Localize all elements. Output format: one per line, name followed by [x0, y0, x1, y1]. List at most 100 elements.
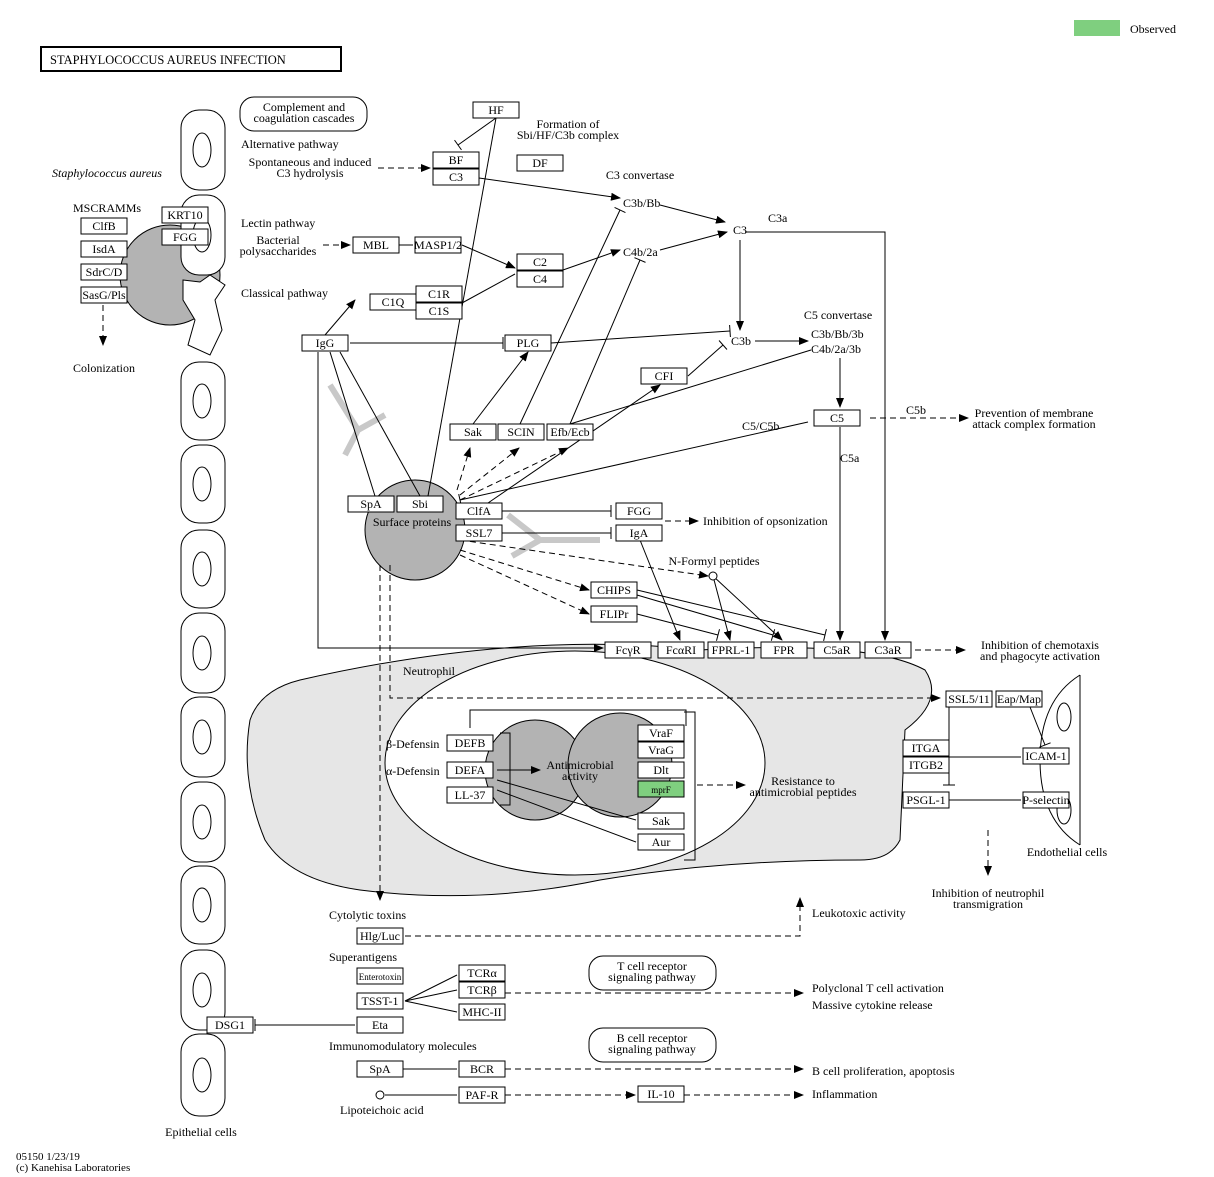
gene-node-fpr[interactable]: FPR: [760, 641, 808, 659]
gene-box[interactable]: [352, 236, 400, 254]
gene-node-masp12[interactable]: MASP1/2: [414, 236, 462, 254]
gene-node-df[interactable]: DF: [516, 154, 564, 172]
gene-box[interactable]: [415, 302, 463, 320]
gene-node-c5[interactable]: C5: [813, 409, 861, 427]
gene-box[interactable]: [432, 151, 480, 169]
gene-node-defb[interactable]: DEFB: [446, 734, 494, 752]
gene-box[interactable]: [80, 263, 128, 281]
gene-node-spa2[interactable]: SpA: [356, 1060, 404, 1078]
gene-node-c1q[interactable]: C1Q: [369, 293, 417, 311]
gene-node-fcyr[interactable]: FcγR: [604, 641, 652, 659]
gene-box[interactable]: [432, 168, 480, 186]
gene-node-c3ar[interactable]: C3aR: [864, 641, 912, 659]
complex-c3bbb3b[interactable]: C3b/Bb/3b: [811, 327, 864, 341]
gene-node-sbi[interactable]: Sbi: [396, 495, 444, 513]
gene-node-hf[interactable]: HF: [472, 101, 520, 119]
gene-node-iga[interactable]: IgA: [615, 524, 663, 542]
gene-box[interactable]: [455, 524, 503, 542]
gene-node-aur[interactable]: Aur: [637, 833, 685, 851]
gene-box[interactable]: [902, 791, 950, 809]
gene-node-tsst1[interactable]: TSST-1: [356, 992, 404, 1010]
gene-node-psgl1[interactable]: PSGL-1: [902, 791, 950, 809]
gene-node-defa[interactable]: DEFA: [446, 761, 494, 779]
gene-box[interactable]: [356, 967, 404, 985]
gene-box[interactable]: [80, 240, 128, 258]
gene-box[interactable]: [446, 786, 494, 804]
gene-box[interactable]: [80, 286, 128, 304]
gene-node-eta[interactable]: Eta: [356, 1016, 404, 1034]
gene-box[interactable]: [516, 270, 564, 288]
gene-node-dlt[interactable]: Dlt: [637, 761, 685, 779]
complex-c3b[interactable]: C3b: [731, 334, 751, 348]
gene-box[interactable]: [657, 641, 705, 659]
gene-box[interactable]: [760, 641, 808, 659]
gene-box[interactable]: [455, 502, 503, 520]
tcell-pathway-box[interactable]: [588, 955, 717, 991]
gene-box[interactable]: [497, 423, 545, 441]
gene-box[interactable]: [458, 1003, 506, 1021]
gene-node-sak[interactable]: Sak: [449, 423, 497, 441]
gene-box[interactable]: [1022, 747, 1070, 765]
gene-box[interactable]: [161, 228, 209, 246]
gene-node-clfa[interactable]: ClfA: [455, 502, 503, 520]
gene-node-igg[interactable]: IgG: [301, 334, 349, 352]
gene-node-icam1[interactable]: ICAM-1: [1022, 747, 1070, 765]
gene-node-flipr[interactable]: FLIPr: [590, 605, 638, 623]
gene-node-mhcii[interactable]: MHC-II: [458, 1003, 506, 1021]
gene-node-c1s[interactable]: C1S: [415, 302, 463, 320]
gene-node-bf[interactable]: BF: [432, 151, 480, 169]
gene-box[interactable]: [637, 812, 685, 830]
gene-node-fcari[interactable]: FcαRI: [657, 641, 705, 659]
gene-node-mbl[interactable]: MBL: [352, 236, 400, 254]
gene-node-itga[interactable]: ITGA: [902, 739, 950, 757]
gene-node-c4[interactable]: C4: [516, 270, 564, 288]
gene-node-cfi[interactable]: CFI: [640, 367, 688, 385]
gene-node-c5ar[interactable]: C5aR: [813, 641, 861, 659]
gene-box[interactable]: [590, 605, 638, 623]
gene-node-eapmap[interactable]: Eap/Map: [995, 690, 1043, 708]
gene-node-dsg1[interactable]: DSG1: [206, 1016, 254, 1034]
gene-box[interactable]: [902, 739, 950, 757]
gene-node-c1r[interactable]: C1R: [415, 285, 463, 303]
gene-node-clfb[interactable]: ClfB: [80, 217, 128, 235]
gene-node-hlgluc[interactable]: Hlg/Luc: [356, 927, 404, 945]
gene-box[interactable]: [458, 1060, 506, 1078]
gene-node-plg[interactable]: PLG: [504, 334, 552, 352]
gene-node-ssl7[interactable]: SSL7: [455, 524, 503, 542]
gene-node-efbecb[interactable]: Efb/Ecb: [546, 423, 594, 441]
gene-box[interactable]: [637, 780, 685, 798]
gene-box[interactable]: [356, 927, 404, 945]
complex-c4b2a3b[interactable]: C4b/2a/3b: [811, 342, 861, 356]
gene-box[interactable]: [864, 641, 912, 659]
gene-node-chips[interactable]: CHIPS: [590, 581, 638, 599]
gene-box[interactable]: [637, 741, 685, 759]
gene-box[interactable]: [396, 495, 444, 513]
gene-box[interactable]: [640, 367, 688, 385]
gene-box[interactable]: [301, 334, 349, 352]
gene-node-enterotoxin[interactable]: Enterotoxin: [356, 967, 404, 985]
gene-node-vrag[interactable]: VraG: [637, 741, 685, 759]
gene-node-ll37[interactable]: LL-37: [446, 786, 494, 804]
gene-node-tcrb[interactable]: TCRβ: [458, 981, 506, 999]
gene-box[interactable]: [902, 756, 950, 774]
gene-node-mprf[interactable]: mprF: [637, 780, 685, 798]
gene-node-pafr[interactable]: PAF-R: [458, 1086, 506, 1104]
gene-box[interactable]: [604, 641, 652, 659]
gene-box[interactable]: [707, 641, 755, 659]
gene-box[interactable]: [206, 1016, 254, 1034]
gene-box[interactable]: [458, 964, 506, 982]
gene-box[interactable]: [637, 724, 685, 742]
gene-node-vraf[interactable]: VraF: [637, 724, 685, 742]
gene-node-sasgpls[interactable]: SasG/Pls: [80, 286, 128, 304]
gene-node-ssl511[interactable]: SSL5/11: [945, 690, 993, 708]
gene-node-bcr[interactable]: BCR: [458, 1060, 506, 1078]
gene-node-krt10[interactable]: KRT10: [161, 206, 209, 224]
complex-c3bbb[interactable]: C3b/Bb: [623, 196, 660, 210]
gene-node-isda[interactable]: IsdA: [80, 240, 128, 258]
gene-box[interactable]: [458, 1086, 506, 1104]
complement-pathway-box[interactable]: [239, 96, 368, 132]
gene-node-c3a_box[interactable]: C3: [432, 168, 480, 186]
gene-box[interactable]: [615, 502, 663, 520]
gene-node-fprl1[interactable]: FPRL-1: [707, 641, 755, 659]
gene-node-spa[interactable]: SpA: [347, 495, 395, 513]
